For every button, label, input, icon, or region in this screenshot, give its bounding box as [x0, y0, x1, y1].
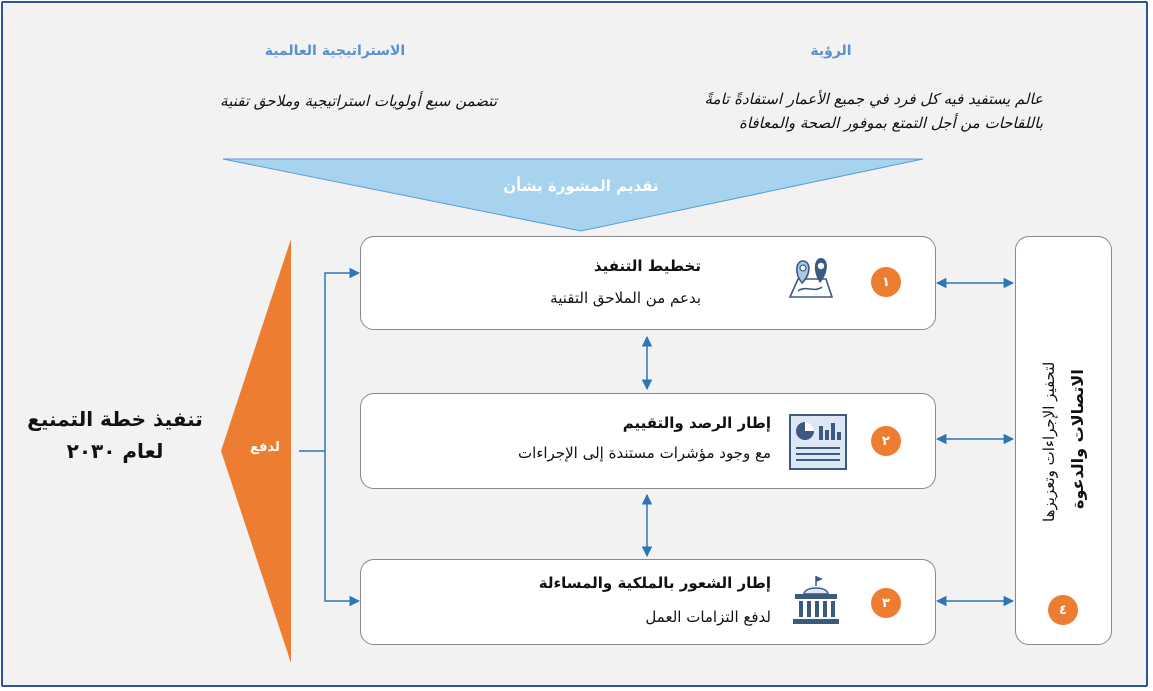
dashboard-chart-icon — [787, 412, 849, 474]
strategy-heading: الاستراتيجية العالمية — [264, 43, 406, 59]
box2-title: إطار الرصد والتقييم — [622, 414, 771, 432]
box3-title: إطار الشعور بالملكية والمساءلة — [538, 574, 771, 592]
communication-advocacy-box: الاتصالات والدعوة لتحفيز الإجراءات وتعزي… — [1015, 236, 1112, 645]
implementation-planning-box: ١ تخطيط التنفيذ بدعم من الملاحق التقنية — [360, 236, 936, 330]
box1-subtitle: بدعم من الملاحق التقنية — [550, 289, 701, 307]
box3-subtitle: لدفع التزامات العمل — [645, 608, 771, 626]
push-label: لدفع — [250, 440, 280, 455]
step-badge-1: ١ — [871, 267, 901, 297]
loop-connector-top — [324, 267, 361, 451]
push-triangle — [221, 239, 291, 663]
diagram-graphics — [221, 158, 1015, 663]
strategy-text: تتضمن سبع أولويات استراتيجية وملاحق تقني… — [220, 92, 497, 110]
goal-title-line1: تنفيذ خطة التمنيع — [27, 407, 203, 431]
map-pins-icon — [786, 253, 836, 303]
advice-banner-shape — [222, 158, 924, 232]
step-badge-2: ٢ — [871, 426, 901, 456]
step-badge-4: ٤ — [1048, 595, 1078, 625]
box1-title: تخطيط التنفيذ — [593, 257, 701, 275]
advice-banner-label: تقديم المشورة بشأن — [503, 177, 659, 195]
step-badge-3: ٣ — [871, 588, 901, 618]
government-building-icon — [789, 574, 843, 628]
map-pins-icon-graphic — [788, 258, 834, 298]
dashboard-chart-icon-graphic — [789, 414, 847, 470]
ownership-accountability-box: ٣ إطار الشعور بالملكية والمساءلة لدفع ال… — [360, 559, 936, 645]
vision-heading: الرؤية — [810, 43, 852, 59]
box2-subtitle: مع وجود مؤشرات مستندة إلى الإجراءات — [518, 444, 771, 462]
monitoring-evaluation-box: ٢ إطار الرصد والتقييم مع وجود مؤشرات مست… — [360, 393, 936, 489]
vision-text-line2: باللقاحات من أجل التمتع بموفور الصحة وال… — [739, 114, 1043, 132]
government-building-icon-graphic — [793, 576, 839, 624]
vision-text-line1: عالم يستفيد فيه كل فرد في جميع الأعمار ا… — [704, 90, 1044, 108]
side-box-subtitle: لتحفيز الإجراءات وتعزيزها — [1040, 361, 1058, 523]
side-box-title: الاتصالات والدعوة — [1068, 369, 1087, 509]
goal-title-line2: لعام ٢٠٣٠ — [66, 439, 164, 463]
loop-connector-bottom — [324, 451, 361, 607]
